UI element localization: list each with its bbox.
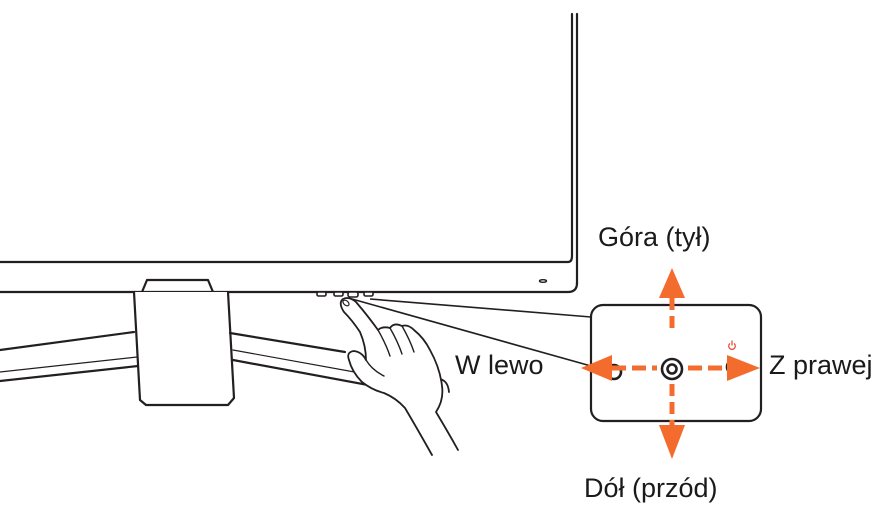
arrow-up-head bbox=[659, 268, 685, 298]
monitor-panel bbox=[0, 12, 579, 294]
power-indicator-led bbox=[538, 279, 548, 284]
base-right-leg-ridge bbox=[232, 349, 361, 374]
callout-line-lower bbox=[351, 298, 592, 367]
label-up: Góra (tył) bbox=[598, 222, 711, 252]
label-right: Z prawej bbox=[769, 350, 873, 380]
label-down: Dół (przód) bbox=[584, 473, 718, 503]
monitor-button-power bbox=[363, 291, 374, 297]
direction-arrows bbox=[581, 268, 760, 459]
monitor-button-2 bbox=[333, 291, 344, 297]
arrow-down-head bbox=[659, 425, 685, 459]
base-left-leg-bottom bbox=[0, 364, 140, 383]
base-left-leg-top bbox=[0, 330, 136, 352]
callout-lines bbox=[351, 298, 592, 367]
hand-finger-line-2 bbox=[389, 327, 403, 355]
arrow-left-head bbox=[581, 355, 612, 381]
callout-line-upper bbox=[369, 298, 592, 318]
hand-thumb-line bbox=[365, 359, 385, 377]
hand-pointing-icon bbox=[339, 297, 459, 456]
arrow-right-head bbox=[727, 355, 760, 381]
monitor-button-joystick bbox=[347, 291, 359, 298]
label-left: W lewo bbox=[455, 350, 544, 380]
monitor-button-1 bbox=[316, 291, 327, 297]
hand-fingernail bbox=[342, 299, 350, 307]
joystick-center-inner-icon bbox=[666, 363, 678, 375]
monitor-stand bbox=[0, 278, 450, 407]
hand-finger-line-3 bbox=[401, 325, 415, 353]
monitor-screen-bottom-edge bbox=[0, 254, 574, 264]
base-right-leg-top bbox=[228, 331, 347, 354]
stand-top-clip bbox=[140, 278, 215, 294]
stand-neck bbox=[132, 290, 236, 407]
hand-finger-line-1 bbox=[377, 329, 391, 357]
base-left-leg-ridge bbox=[0, 356, 138, 373]
monitor-buttons bbox=[316, 291, 374, 298]
hand-outline bbox=[339, 297, 459, 456]
power-icon bbox=[728, 340, 736, 350]
monitor-bezel-bottom-edge bbox=[0, 281, 579, 294]
